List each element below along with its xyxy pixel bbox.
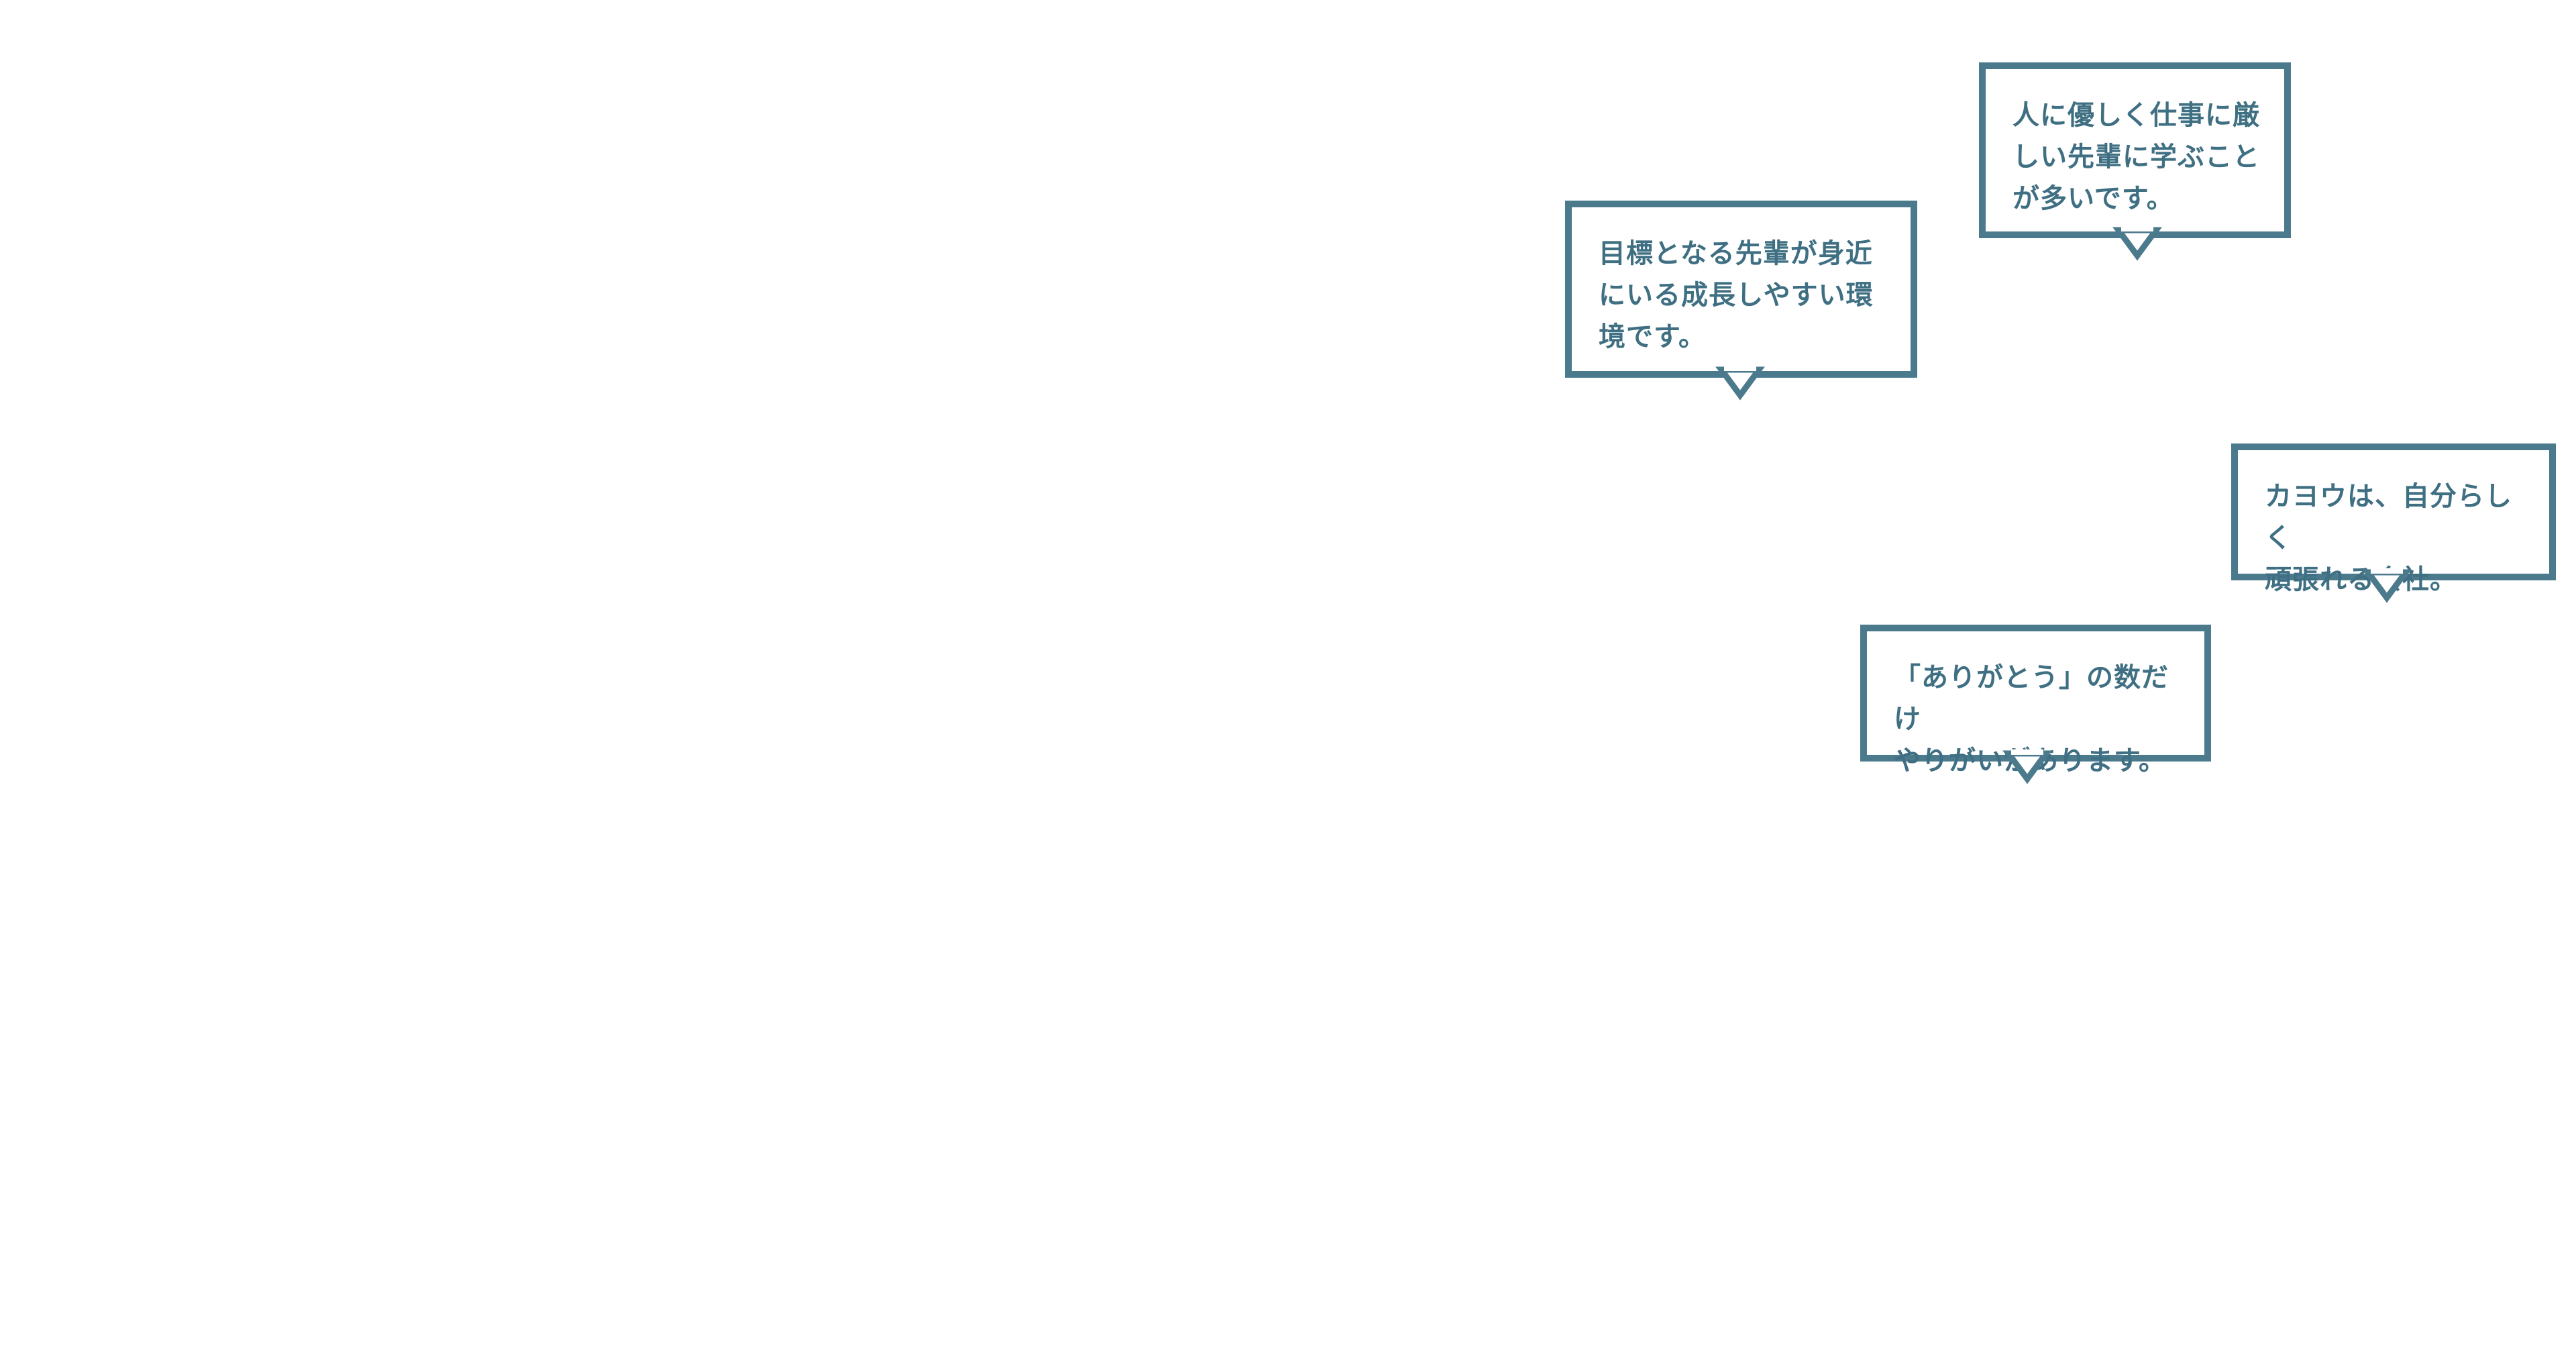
speech-bubble-text: 人に優しく仕事に厳 しい先輩に学ぶこと が多いです。 xyxy=(2012,100,2260,214)
speech-bubble-tail-icon xyxy=(1715,366,1765,401)
speech-bubble-thanks: 「ありがとう」の数だけ やりがいがあります。 xyxy=(1860,625,2211,776)
speech-bubble-kind-seniors: 人に優しく仕事に厳 しい先輩に学ぶこと が多いです。 xyxy=(1979,62,2291,238)
speech-bubble-tail-icon xyxy=(2002,749,2052,784)
speech-bubble-text: カヨウは、自分らしく 頑張れる会社。 xyxy=(2265,481,2512,595)
speech-bubble-mentor: 目標となる先輩が身近 にいる成長しやすい環 境です。 xyxy=(1565,201,1917,378)
speech-bubble-tail-icon xyxy=(2112,226,2162,261)
speech-bubble-tail-icon xyxy=(2362,568,2412,603)
speech-bubble-kayou: カヨウは、自分らしく 頑張れる会社。 xyxy=(2231,443,2556,595)
speech-bubble-text: 目標となる先輩が身近 にいる成長しやすい環 境です。 xyxy=(1599,238,1874,352)
